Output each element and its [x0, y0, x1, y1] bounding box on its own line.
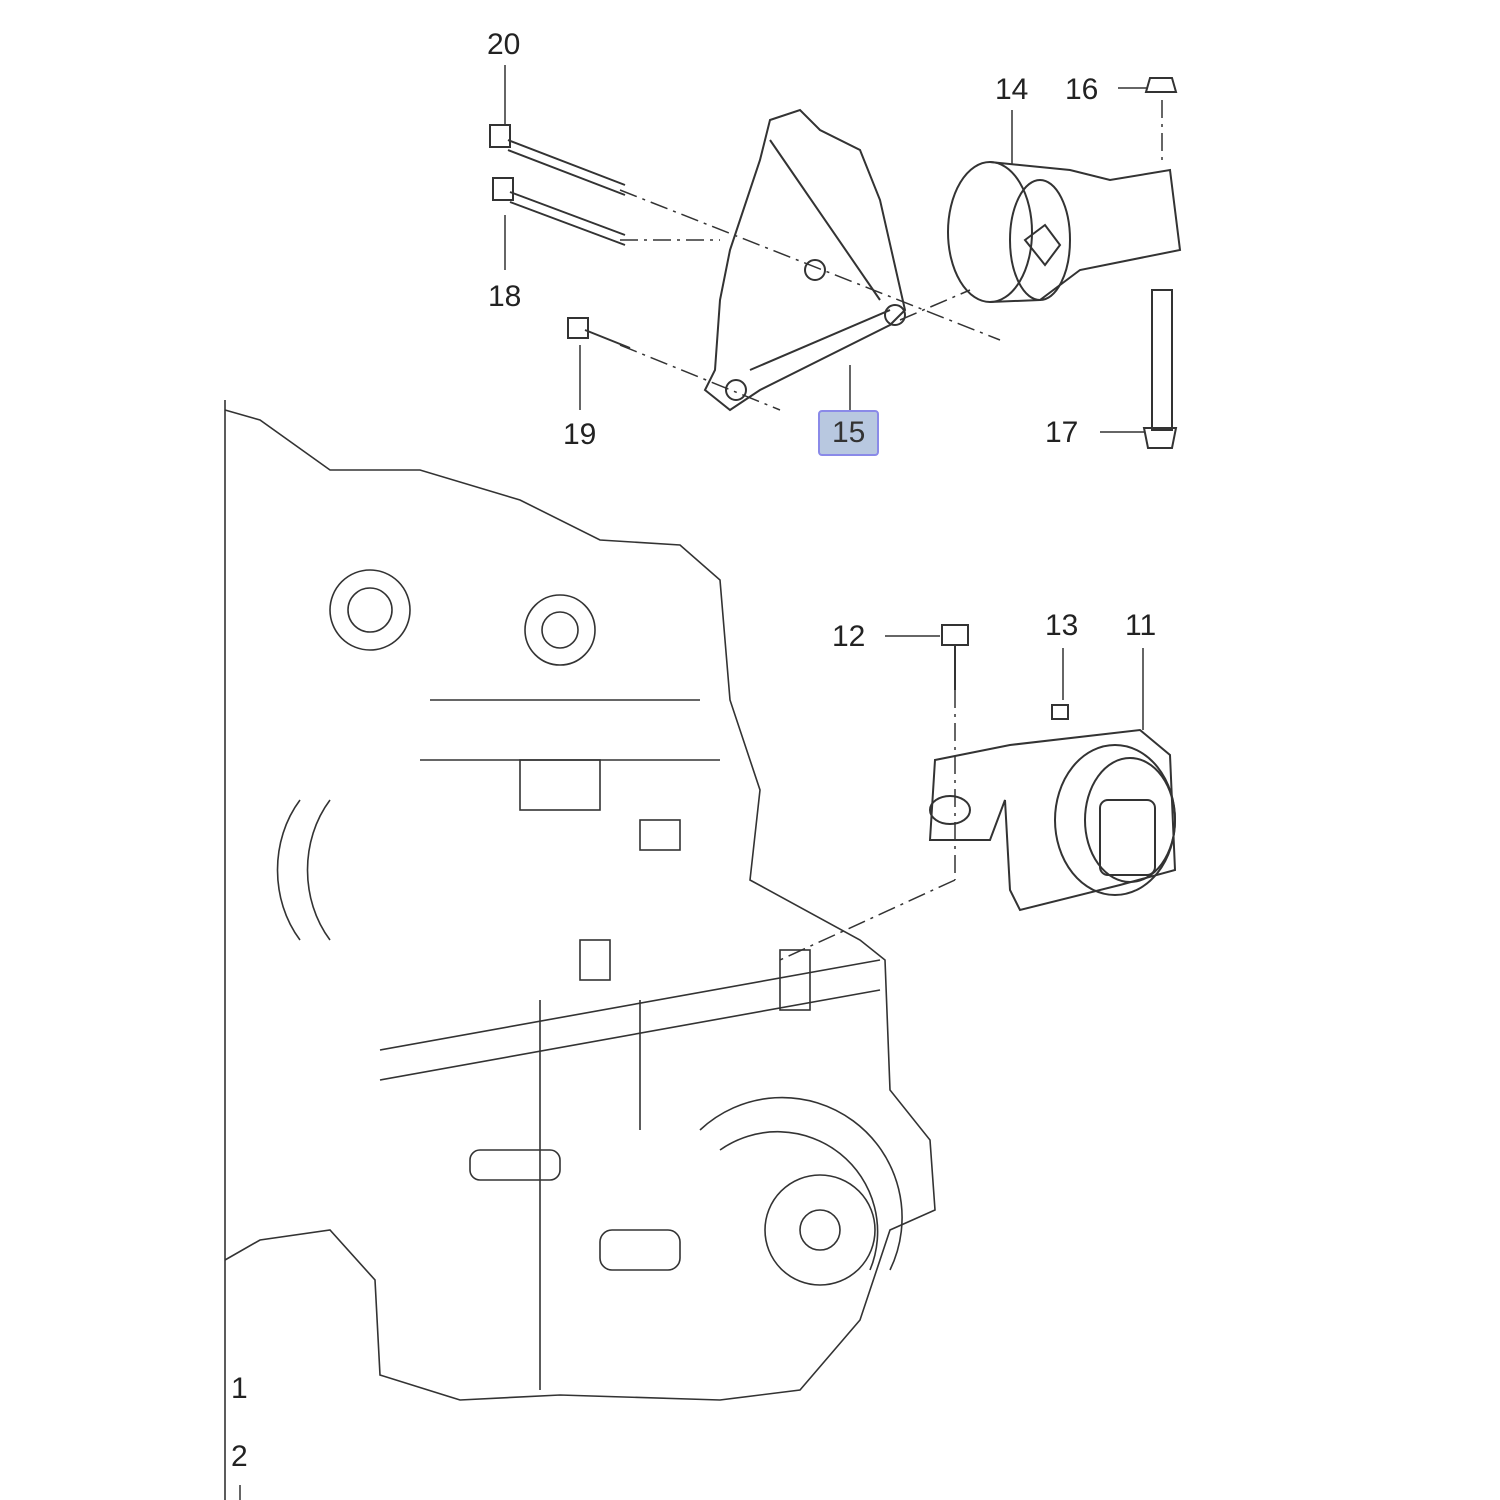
- engine-transmission-shape: [224, 400, 936, 1500]
- callout-13[interactable]: 13: [1045, 609, 1079, 642]
- callout-16[interactable]: 16: [1065, 73, 1099, 106]
- callout-2[interactable]: 2: [231, 1440, 248, 1473]
- bolt-20-icon: [489, 124, 626, 196]
- assembly-axes: [619, 100, 1163, 961]
- callout-14[interactable]: 14: [995, 73, 1029, 106]
- bolt-19-icon: [567, 317, 631, 349]
- callout-17[interactable]: 17: [1045, 416, 1079, 449]
- bracket-15-shape: [703, 108, 907, 412]
- callout-18[interactable]: 18: [488, 280, 522, 313]
- callout-1[interactable]: 1: [231, 1372, 248, 1405]
- callout-11[interactable]: 11: [1125, 609, 1157, 642]
- callout-19[interactable]: 19: [563, 418, 597, 451]
- mount-11-shape: [928, 624, 1177, 912]
- bolt-18-icon: [492, 177, 626, 246]
- leader-lines: [239, 65, 1148, 1500]
- callout-20[interactable]: 20: [487, 28, 521, 61]
- mount-14-shape: [947, 77, 1182, 449]
- callout-12[interactable]: 12: [832, 620, 866, 653]
- callout-15-highlighted[interactable]: 15: [818, 410, 880, 456]
